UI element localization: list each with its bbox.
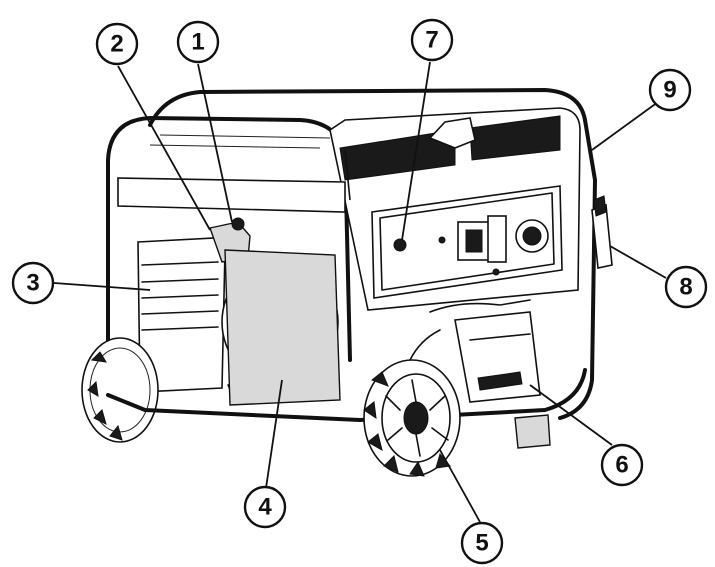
base-frame [106, 368, 587, 422]
engine-block [224, 249, 341, 406]
leader-9 [591, 101, 659, 151]
leader-3 [53, 282, 151, 291]
callout-2: 2 [95, 22, 139, 66]
fuel-valve [231, 217, 245, 231]
leader-4 [265, 379, 283, 489]
housing-handle [428, 117, 476, 149]
alternator [454, 311, 541, 403]
callout-9-label: 9 [663, 77, 676, 104]
support-foot [514, 414, 551, 449]
callouts: 1 2 3 4 5 6 7 8 [11, 18, 708, 565]
frame-right-post [558, 118, 597, 420]
callout-6: 6 [600, 443, 644, 487]
callout-8-label: 8 [679, 274, 692, 301]
callout-1-label: 1 [191, 29, 204, 56]
upper-crossbar [117, 177, 346, 213]
callout-3: 3 [11, 261, 55, 305]
wheel-right [363, 359, 461, 477]
leader-6 [529, 384, 613, 446]
callout-7: 7 [410, 18, 454, 62]
leader-5 [439, 449, 481, 523]
callout-8: 8 [664, 265, 708, 309]
leader-lines [53, 61, 667, 523]
callout-5-label: 5 [475, 530, 488, 557]
generator-illustration [81, 88, 613, 477]
leader-2 [117, 65, 211, 231]
leader-8 [609, 245, 667, 279]
callout-3-label: 3 [26, 270, 39, 297]
callout-1: 1 [176, 20, 220, 64]
leader-1 [197, 63, 233, 223]
callout-2-label: 2 [110, 31, 123, 58]
frame-rear-top [148, 88, 587, 127]
callout-7-label: 7 [425, 27, 438, 54]
panel-knob [393, 238, 407, 252]
leader-7 [401, 61, 431, 241]
callout-4: 4 [243, 485, 287, 529]
control-panel-inner [379, 192, 555, 291]
callout-4-label: 4 [258, 494, 272, 521]
housing-vents [339, 115, 561, 181]
callout-9: 9 [648, 68, 692, 112]
callout-6-label: 6 [615, 452, 628, 479]
wheel-left [81, 337, 159, 443]
panel-switch [487, 215, 507, 263]
callout-5: 5 [460, 521, 504, 565]
